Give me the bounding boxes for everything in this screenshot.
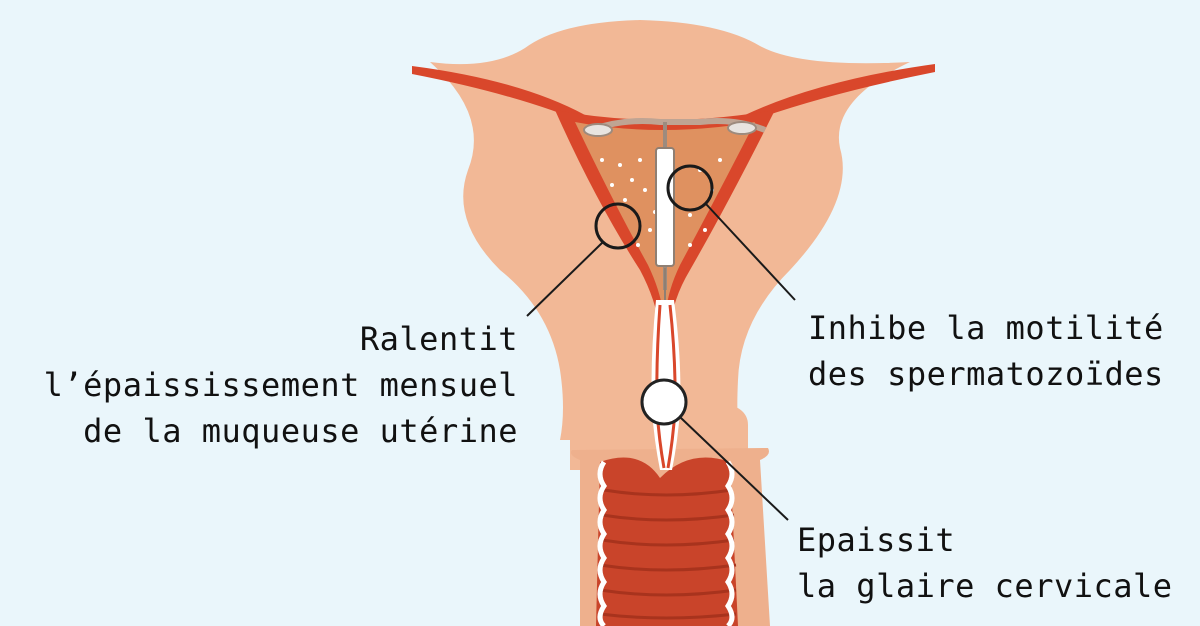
cervical-mucus: [642, 380, 686, 424]
endometrium-label-line-2: l’épaississement mensuel: [44, 362, 518, 408]
cervical-mucus-label-line-1: Epaissit: [797, 517, 1173, 563]
endometrium-label-line-3: de la muqueuse utérine: [44, 408, 518, 454]
endometrium-label-line-1: Ralentit: [44, 316, 518, 362]
cervical-mucus-label: Epaissit la glaire cervicale: [797, 517, 1173, 609]
cervical-mucus-label-line-2: la glaire cervicale: [797, 563, 1173, 609]
endometrium-label: Ralentit l’épaississement mensuel de la …: [44, 316, 518, 454]
sperm-motility-label: Inhibe la motilité des spermatozoïdes: [808, 305, 1164, 397]
sperm-motility-label-line-2: des spermatozoïdes: [808, 351, 1164, 397]
sperm-motility-label-line-1: Inhibe la motilité: [808, 305, 1164, 351]
